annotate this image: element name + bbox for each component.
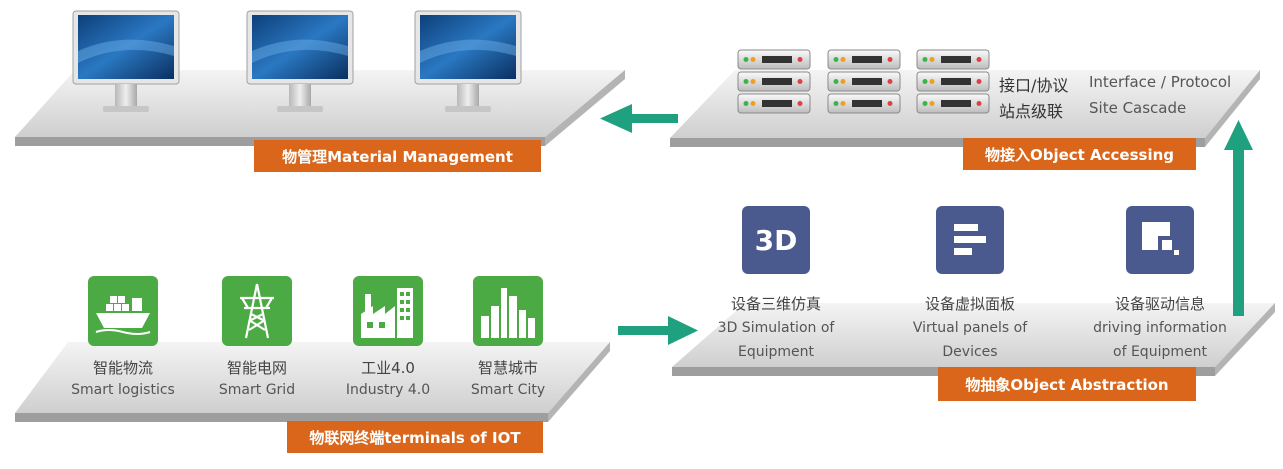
abstraction-item-en1: driving information [1093, 320, 1227, 336]
iot-item-cn: 智慧城市 [477, 359, 538, 377]
server-icon [737, 49, 811, 114]
iot-terminals-label: 物联网终端terminals of IOT [287, 421, 543, 453]
iot-item-en: Industry 4.0 [345, 382, 431, 398]
protocol-en-label: Interface / Protocol [1089, 73, 1232, 91]
abstraction-item-cn: 设备虚拟面板 [924, 295, 1015, 313]
cascade-en-label: Site Cascade [1089, 99, 1187, 117]
pylon-icon [222, 276, 292, 346]
iot-item-en: Smart Grid [218, 382, 296, 398]
monitor-icon [246, 10, 354, 112]
server-icon [827, 49, 901, 114]
material-management-label: 物管理Material Management [254, 140, 541, 172]
arrow-left-icon [600, 104, 678, 133]
iot-item-cn: 智能电网 [226, 359, 287, 377]
city-icon [473, 276, 543, 346]
arrow-up-icon [1224, 120, 1253, 316]
iot-item-cn: 智能物流 [92, 359, 153, 377]
object-abstraction-label: 物抽象Object Abstraction [938, 367, 1196, 401]
arrow-right-icon [618, 316, 698, 345]
panel-icon [936, 206, 1004, 274]
ship-icon [88, 276, 158, 346]
abstraction-item-en1: Virtual panels of [912, 320, 1028, 336]
iot-item-cn: 工业4.0 [361, 359, 415, 377]
object-accessing-label: 物接入Object Accessing [963, 138, 1196, 170]
abstraction-item-cn: 设备驱动信息 [1114, 295, 1205, 313]
3d-icon: 3D [742, 206, 810, 274]
abstraction-item-en2: Devices [942, 344, 998, 360]
iot-item-en: Smart City [470, 382, 546, 398]
abstraction-item-cn: 设备三维仿真 [730, 295, 821, 313]
cascade-cn-label: 站点级联 [999, 102, 1064, 121]
monitor-icon [414, 10, 522, 112]
factory-icon [353, 276, 423, 346]
iot-item-en: Smart logistics [71, 382, 175, 398]
driver-icon [1126, 206, 1194, 274]
protocol-cn-label: 接口/协议 [999, 76, 1069, 95]
abstraction-item-en1: 3D Simulation of [717, 320, 835, 336]
abstraction-item-en2: of Equipment [1113, 344, 1207, 360]
abstraction-item-en2: Equipment [738, 344, 814, 360]
platform-iot-terminals [15, 342, 610, 422]
server-icon [916, 49, 990, 114]
monitor-icon [72, 10, 180, 112]
3d-icon-text: 3D [754, 223, 798, 257]
